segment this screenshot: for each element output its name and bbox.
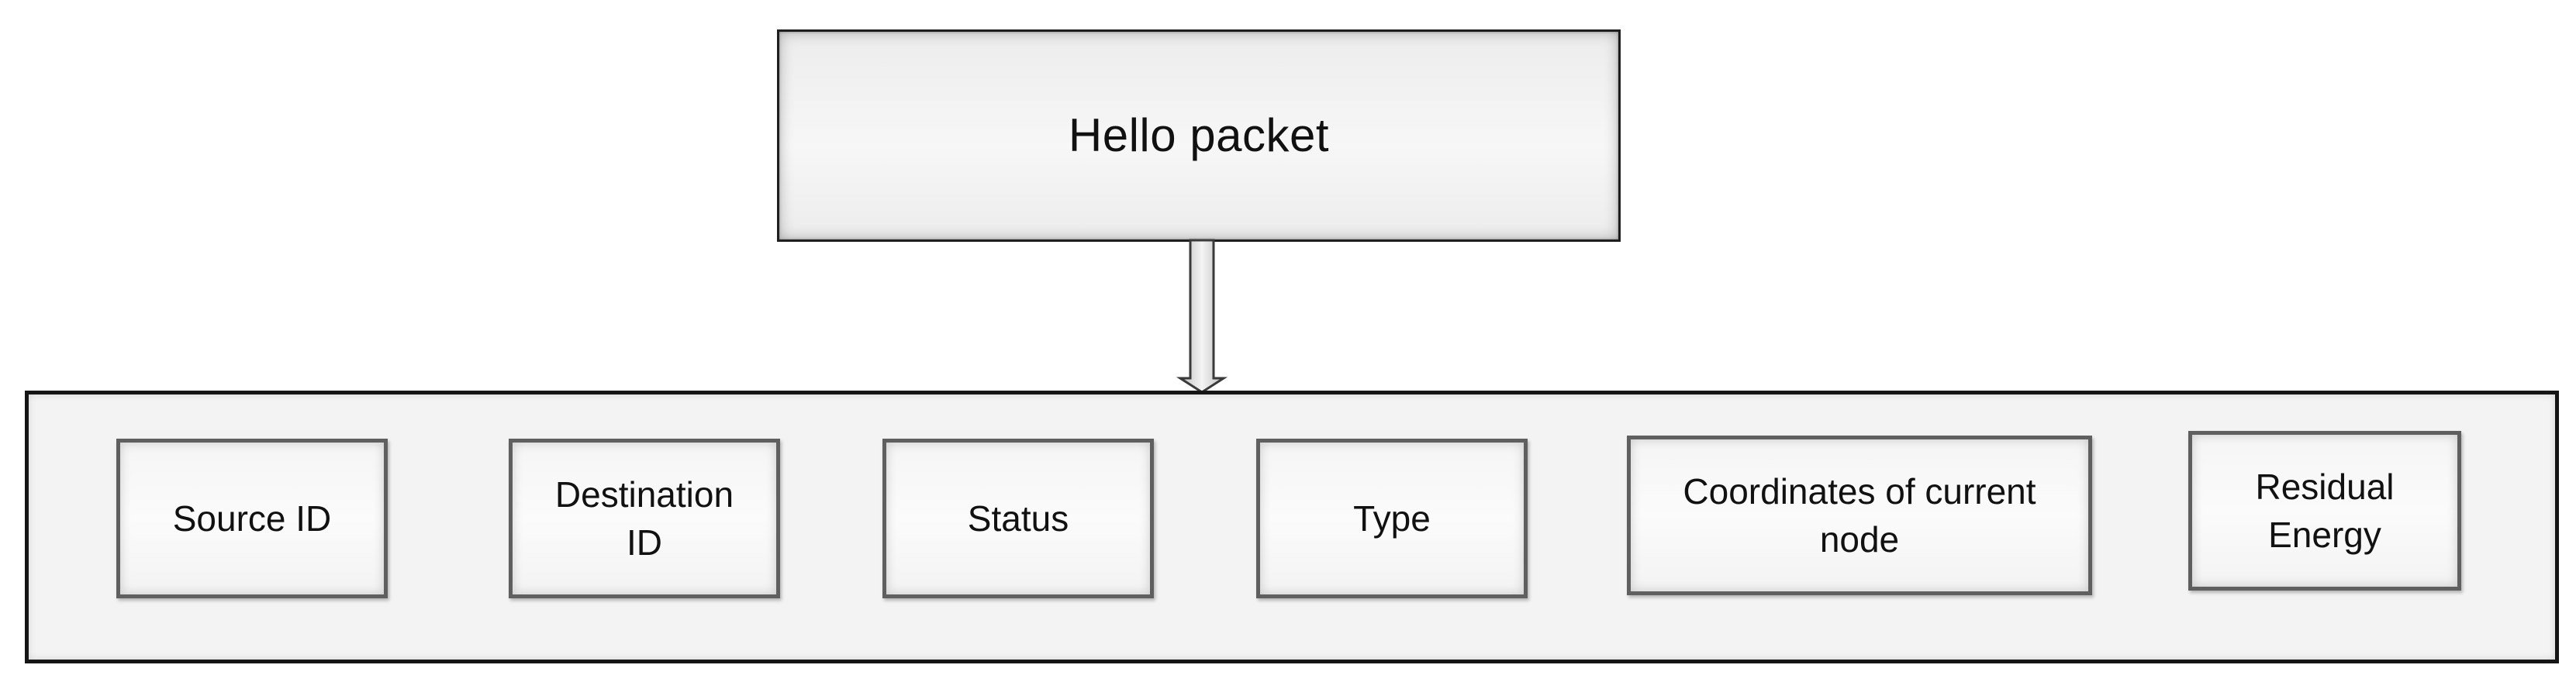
field-status: Status	[882, 439, 1154, 598]
field-type: Type	[1256, 439, 1528, 598]
field-label: Coordinates of current node	[1683, 470, 2036, 560]
field-label: Destination ID	[554, 474, 734, 563]
hello-packet-title: Hello packet	[1068, 109, 1330, 161]
field-label: Source ID	[172, 498, 332, 539]
down-arrow-connector	[1176, 239, 1228, 394]
field-label: Status	[967, 498, 1069, 539]
field-label: Residual Energy	[2255, 466, 2395, 555]
field-destination-id: Destination ID	[509, 439, 780, 598]
hello-packet-box: Hello packet	[777, 29, 1621, 242]
field-source-id: Source ID	[116, 439, 388, 598]
field-label: Type	[1353, 498, 1431, 539]
field-residual-energy: Residual Energy	[2188, 431, 2461, 591]
field-coordinates: Coordinates of current node	[1627, 436, 2092, 595]
